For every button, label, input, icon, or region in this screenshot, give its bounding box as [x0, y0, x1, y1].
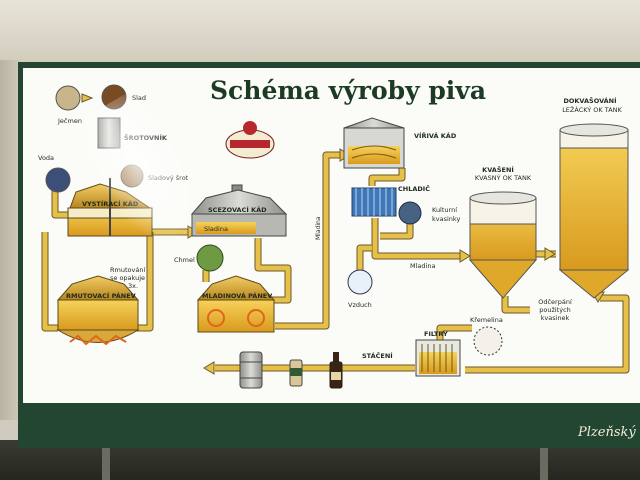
label-scezovaci-kad: SCEZOVACÍ KÁD: [208, 205, 267, 214]
label-vystiraci-kad: VYSTÍRACÍ KÁD: [82, 199, 139, 208]
keg-icon: [239, 351, 263, 389]
barley-grain-icon: [55, 85, 81, 111]
brand-logo-icon: [225, 121, 275, 159]
lagering-tank: [558, 123, 630, 299]
label-voda: Voda: [38, 154, 54, 162]
label-sladina: Sladina: [204, 225, 228, 233]
label-sladovy-srot: Sladový šrot: [148, 174, 189, 182]
wort-kettle-vessel: [196, 275, 276, 333]
label-filtry: FILTRY: [424, 330, 448, 338]
label-srotovnik: ŠROTOVNÍK: [124, 133, 168, 142]
can-icon: [289, 359, 303, 387]
cooler-unit: [351, 187, 397, 217]
fermentation-tank: [468, 191, 538, 299]
label-kulturni-line1: Kulturní: [432, 206, 457, 214]
label-mladinova-panev: MLADINOVÁ PÁNEV: [202, 291, 272, 300]
label-chmel: Chmel: [174, 256, 195, 264]
label-odcerpani-line3: kvasinek: [541, 314, 570, 322]
water-drop-icon: [45, 167, 71, 193]
whirlpool-vessel: [343, 117, 405, 169]
wall-top: [0, 0, 640, 70]
hops-icon: [196, 244, 224, 272]
label-kvaseni: KVAŠENÍ: [482, 165, 514, 174]
label-rmutovani-line2: se opakuje: [110, 274, 145, 282]
malt-grain-icon: [101, 84, 127, 110]
label-lezacky-ok-tank: LEŽÁCKÝ OK TANK: [562, 105, 622, 114]
label-mladina: Mladina: [410, 262, 435, 270]
label-rmutovani-line1: Rmutování: [110, 266, 145, 274]
label-dokvasovani: DOKVAŠOVÁNÍ: [563, 96, 617, 105]
diatomite-icon: [473, 326, 503, 356]
footer-brand-text: Plzeňský: [577, 425, 636, 440]
label-chladic: CHLADIČ: [398, 184, 430, 193]
label-mladina-vertical: Mladina: [315, 216, 322, 240]
label-vzduch: Vzduch: [348, 301, 372, 309]
label-kvasny-ok-tank: KVASNÝ OK TANK: [475, 173, 532, 182]
label-staceni: STÁČENÍ: [362, 351, 393, 360]
board-bracket: [102, 445, 110, 480]
label-slad: Slad: [132, 94, 146, 102]
malt-grist-icon: [120, 164, 144, 188]
label-viriva-kad: VÍŘIVÁ KÁD: [414, 131, 457, 140]
air-icon: [347, 269, 373, 295]
yeast-icon: [398, 201, 422, 225]
mash-kettle-vessel: [56, 275, 140, 346]
filter-unit: [415, 339, 461, 377]
srotovnik-machine: [97, 117, 121, 149]
label-rmutovani-line3: 3x.: [128, 282, 138, 290]
board-bracket: [540, 445, 548, 480]
label-kulturni-line2: kvasinky: [432, 215, 460, 223]
label-jecmen: Ječmen: [57, 117, 82, 125]
bottle-icon: [329, 352, 343, 389]
label-odcerpani-line1: Odčerpání: [538, 298, 572, 306]
label-odcerpani-line2: použitých: [539, 306, 571, 314]
label-rmutovaci-panev: RMUTOVACÍ PÁNEV: [66, 291, 136, 300]
label-kremelina: Křemelina: [470, 316, 503, 324]
pipe-arrows: [187, 148, 605, 375]
diagram-title: Schéma výroby piva: [210, 76, 486, 105]
